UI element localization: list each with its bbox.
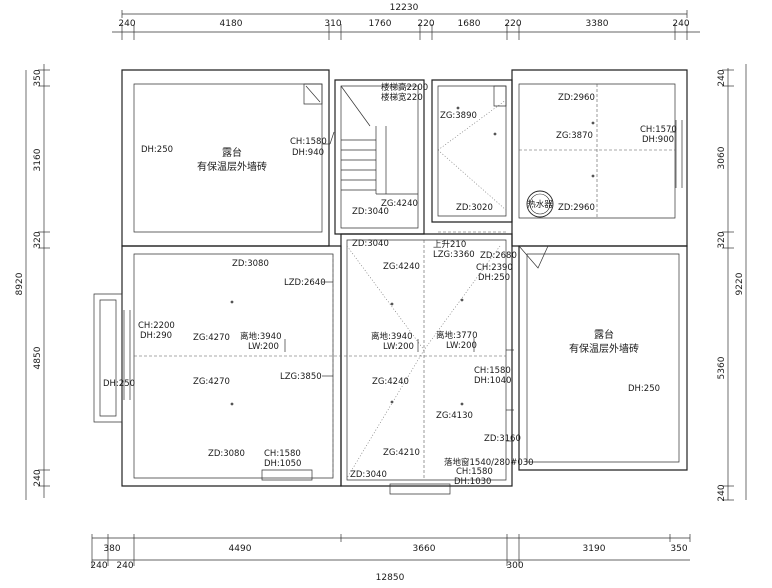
annotation-up210: 上升210 bbox=[433, 239, 466, 250]
annotation-floor-window: 落地窗1540/280#030 bbox=[444, 457, 534, 468]
annotation-lw200-c: LW:200 bbox=[446, 341, 477, 351]
annotation-zg4240-b: ZG:4240 bbox=[383, 262, 420, 272]
stair-height-label: 楼梯高2200 bbox=[381, 82, 428, 93]
annotation-zd3080-b: ZD:3080 bbox=[208, 449, 245, 459]
left-dim-2: 3160 bbox=[33, 148, 43, 171]
annotation-gap3770: 离地:3770 bbox=[436, 330, 478, 341]
top-dim-7: 220 bbox=[504, 19, 521, 29]
right-dim-1: 240 bbox=[717, 69, 727, 86]
annotation-gap3940-a: 离地:3940 bbox=[240, 331, 282, 342]
bottom-dim-5: 350 bbox=[670, 544, 687, 554]
annotation-dh940: DH:940 bbox=[292, 148, 324, 158]
top-dim-4: 1760 bbox=[369, 19, 392, 29]
annotation-lzg3850: LZG:3850 bbox=[280, 372, 322, 382]
annotation-ch1580-c: CH:1580 bbox=[264, 449, 301, 459]
terrace-e-subtitle: 有保温层外墙砖 bbox=[569, 342, 639, 355]
annotations: DH:250 CH:1580 DH:940 ZD:3040 ZG:4240 ZG… bbox=[103, 93, 677, 487]
annotation-dh290: DH:290 bbox=[140, 331, 172, 341]
annotation-zg4130: ZG:4130 bbox=[436, 411, 473, 421]
top-dim-2: 4180 bbox=[220, 19, 243, 29]
terrace-nw-subtitle: 有保温层外墙砖 bbox=[197, 160, 267, 173]
annotation-zg3870: ZG:3870 bbox=[556, 131, 593, 141]
top-total-dim: 12230 bbox=[390, 3, 419, 13]
annotation-dh1050: DH:1050 bbox=[264, 459, 301, 469]
water-heater: 热水器 bbox=[526, 190, 554, 218]
annotation-dh1030: DH:1030 bbox=[454, 477, 491, 487]
annotation-lzd2640: LZD:2640 bbox=[284, 278, 326, 288]
annotation-lw200-b: LW:200 bbox=[383, 342, 414, 352]
terrace-e-title: 露台 bbox=[594, 328, 614, 341]
left-dim-4: 4850 bbox=[33, 346, 43, 369]
bottom-lower-dim-2: 240 bbox=[116, 561, 133, 571]
bottom-dim-3: 3660 bbox=[413, 544, 436, 554]
left-dimension-chain: 8920 350 3160 320 4850 240 bbox=[15, 64, 50, 500]
top-dimension-chain: 12230 240 4180 310 1760 220 1680 220 338… bbox=[112, 3, 700, 40]
annotation-zd3160: ZD:3160 bbox=[484, 434, 521, 444]
right-dim-5: 240 bbox=[717, 484, 727, 501]
annotation-zd3040-c: ZD:3040 bbox=[350, 470, 387, 480]
bottom-dimension-chain: 380 4490 3660 3190 350 240 240 300 12850 bbox=[90, 534, 691, 583]
annotation-zd2960-b: ZD:2960 bbox=[558, 203, 595, 213]
top-dim-1: 240 bbox=[118, 19, 135, 29]
right-dimension-chain: 240 3060 320 5360 240 9220 bbox=[717, 64, 747, 502]
annotation-ch1570: CH:1570 bbox=[640, 125, 677, 135]
right-dim-3: 320 bbox=[717, 231, 727, 248]
top-dim-3: 310 bbox=[324, 19, 341, 29]
top-dim-8: 3380 bbox=[586, 19, 609, 29]
annotation-zg4270-a: ZG:4270 bbox=[193, 333, 230, 343]
annotation-ch1580-a: CH:1580 bbox=[290, 137, 327, 147]
terrace-nw-title: 露台 bbox=[222, 146, 242, 159]
annotation-zg4210: ZG:4210 bbox=[383, 448, 420, 458]
annotation-ch2390: CH:2390 bbox=[476, 263, 513, 273]
right-dim-4: 5360 bbox=[717, 356, 727, 379]
bottom-dim-4: 3190 bbox=[583, 544, 606, 554]
annotation-zd3020: ZD:3020 bbox=[456, 203, 493, 213]
annotation-zd3040-b: ZD:3040 bbox=[352, 239, 389, 249]
annotation-zd2680: ZD:2680 bbox=[480, 251, 517, 261]
annotation-zg3890: ZG:3890 bbox=[440, 111, 477, 121]
annotation-dh250-w: DH:250 bbox=[103, 379, 135, 389]
light-markers bbox=[230, 106, 595, 406]
annotation-zd3080-a: ZD:3080 bbox=[232, 259, 269, 269]
stair-treads bbox=[340, 85, 418, 195]
annotation-dh250-se: DH:250 bbox=[628, 384, 660, 394]
leader-lines bbox=[284, 131, 676, 442]
room-titles: 露台 有保温层外墙砖 露台 有保温层外墙砖 楼梯高2200 楼梯宽220 bbox=[197, 82, 639, 355]
annotation-dh250-nw: DH:250 bbox=[141, 145, 173, 155]
annotation-dh1040: DH:1040 bbox=[474, 376, 511, 386]
top-dim-6: 1680 bbox=[458, 19, 481, 29]
ceiling-lines bbox=[134, 84, 675, 480]
annotation-ch1580-d: CH:1580 bbox=[456, 467, 493, 477]
annotation-ch2200: CH:2200 bbox=[138, 321, 175, 331]
annotation-zd2960-a: ZD:2960 bbox=[558, 93, 595, 103]
bottom-dim-2: 4490 bbox=[229, 544, 252, 554]
annotation-zg4240-a: ZG:4240 bbox=[381, 199, 418, 209]
bottom-total-dim: 12850 bbox=[376, 573, 405, 583]
annotation-zg4270-b: ZG:4270 bbox=[193, 377, 230, 387]
annotation-lw200-a: LW:200 bbox=[248, 342, 279, 352]
left-dim-3: 320 bbox=[33, 231, 43, 248]
annotation-ch1580-b: CH:1580 bbox=[474, 366, 511, 376]
annotation-dh250-e: DH:250 bbox=[478, 273, 510, 283]
annotation-dh900: DH:900 bbox=[642, 135, 674, 145]
bottom-dim-1: 380 bbox=[103, 544, 120, 554]
annotation-gap3940-b: 离地:3940 bbox=[371, 331, 413, 342]
left-dim-5: 240 bbox=[33, 469, 43, 486]
annotation-lzg3360: LZG:3360 bbox=[433, 250, 475, 260]
top-dim-9: 240 bbox=[672, 19, 689, 29]
right-total-dim: 9220 bbox=[735, 272, 745, 295]
left-total-dim: 8920 bbox=[15, 272, 25, 295]
walls bbox=[93, 69, 688, 495]
right-dim-2: 3060 bbox=[717, 146, 727, 169]
bottom-lower-dim-1: 240 bbox=[90, 561, 107, 571]
bottom-lower-dim-3: 300 bbox=[506, 561, 523, 571]
water-heater-label: 热水器 bbox=[527, 199, 553, 210]
top-dim-5: 220 bbox=[417, 19, 434, 29]
left-dim-1: 350 bbox=[33, 69, 43, 86]
stair-width-label: 楼梯宽220 bbox=[381, 92, 423, 103]
annotation-zd3040-a: ZD:3040 bbox=[352, 207, 389, 217]
annotation-zg4240-c: ZG:4240 bbox=[372, 377, 409, 387]
